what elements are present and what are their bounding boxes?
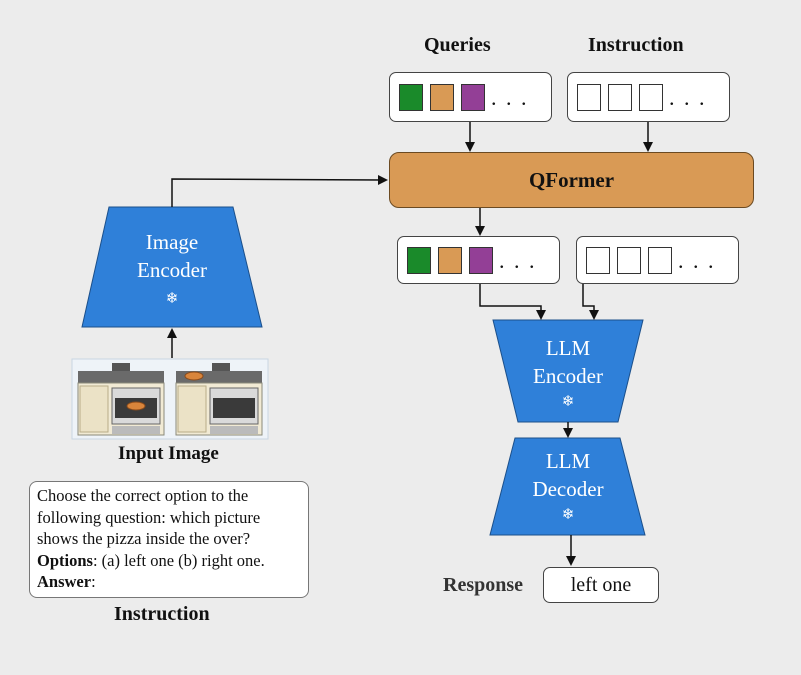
arrow-instruction-to-llm (582, 284, 599, 320)
llm-decoder-label: LLM Decoder (518, 447, 618, 503)
image-encoder-label: Image Encoder (102, 228, 242, 284)
query-tokens-input: . . . (389, 72, 552, 122)
llm-encoder-shape (492, 319, 644, 423)
image-encoder-label-line2: Encoder (137, 258, 207, 282)
image-encoder-label-line1: Image (145, 230, 199, 254)
instruction-header: Instruction (588, 34, 684, 56)
answer-text: : (91, 572, 96, 591)
options-text: : (a) left one (b) right one. (92, 550, 265, 570)
token-ellipsis: . . . (499, 248, 537, 273)
snowflake-icon: ❄ (561, 394, 575, 410)
instruction-token (639, 84, 663, 111)
instruction-token (608, 84, 632, 111)
token-ellipsis: . . . (669, 85, 707, 110)
input-image-caption: Input Image (118, 443, 219, 464)
arrow-queries-to-llm (479, 284, 546, 320)
query-token-green (399, 84, 423, 111)
query-tokens-output: . . . (397, 236, 560, 284)
options-label: Options (37, 550, 93, 570)
queries-header: Queries (424, 34, 491, 56)
snowflake-icon: ❄ (561, 507, 575, 523)
answer-label: Answer (37, 572, 92, 591)
instruction-token (648, 247, 672, 274)
input-image-panel (71, 358, 269, 440)
response-output-box: left one (543, 567, 659, 603)
llm-decoder-shape (489, 437, 646, 536)
qformer-block: QFormer (389, 152, 754, 208)
arrow-encoder-to-qformer (171, 174, 388, 207)
instruction-token (577, 84, 601, 111)
instruction-caption: Instruction (114, 603, 210, 625)
query-token-orange (430, 84, 454, 111)
options-line: Options: (a) left one (b) right one. (37, 550, 301, 572)
instruction-line: following question: which picture (37, 507, 261, 527)
token-ellipsis: . . . (491, 85, 529, 110)
instruction-tokens-input: . . . (567, 72, 730, 122)
instruction-token (617, 247, 641, 274)
instruction-tokens-output: . . . (576, 236, 739, 284)
image-encoder-shape (81, 206, 263, 328)
query-token-purple (461, 84, 485, 111)
llm-encoder-label-line1: LLM (545, 336, 591, 360)
oven-left-picture (77, 363, 165, 436)
answer-line: Answer: (37, 571, 301, 593)
token-ellipsis: . . . (678, 248, 716, 273)
instruction-token (586, 247, 610, 274)
query-token-purple (469, 247, 493, 274)
query-token-orange (438, 247, 462, 274)
llm-decoder-label-line1: LLM (545, 449, 591, 473)
oven-right-picture (175, 363, 263, 436)
response-label: Response (443, 574, 524, 596)
instruction-text-box: Choose the correct option to the followi… (29, 481, 309, 598)
query-token-green (407, 247, 431, 274)
instruction-line: shows the pizza inside the over? (37, 529, 251, 548)
snowflake-icon: ❄ (165, 291, 179, 307)
llm-decoder-label-line2: Decoder (532, 477, 604, 501)
llm-encoder-label-line2: Encoder (533, 364, 603, 388)
llm-encoder-label: LLM Encoder (518, 334, 618, 390)
instruction-line: Choose the correct option to the (37, 486, 249, 505)
